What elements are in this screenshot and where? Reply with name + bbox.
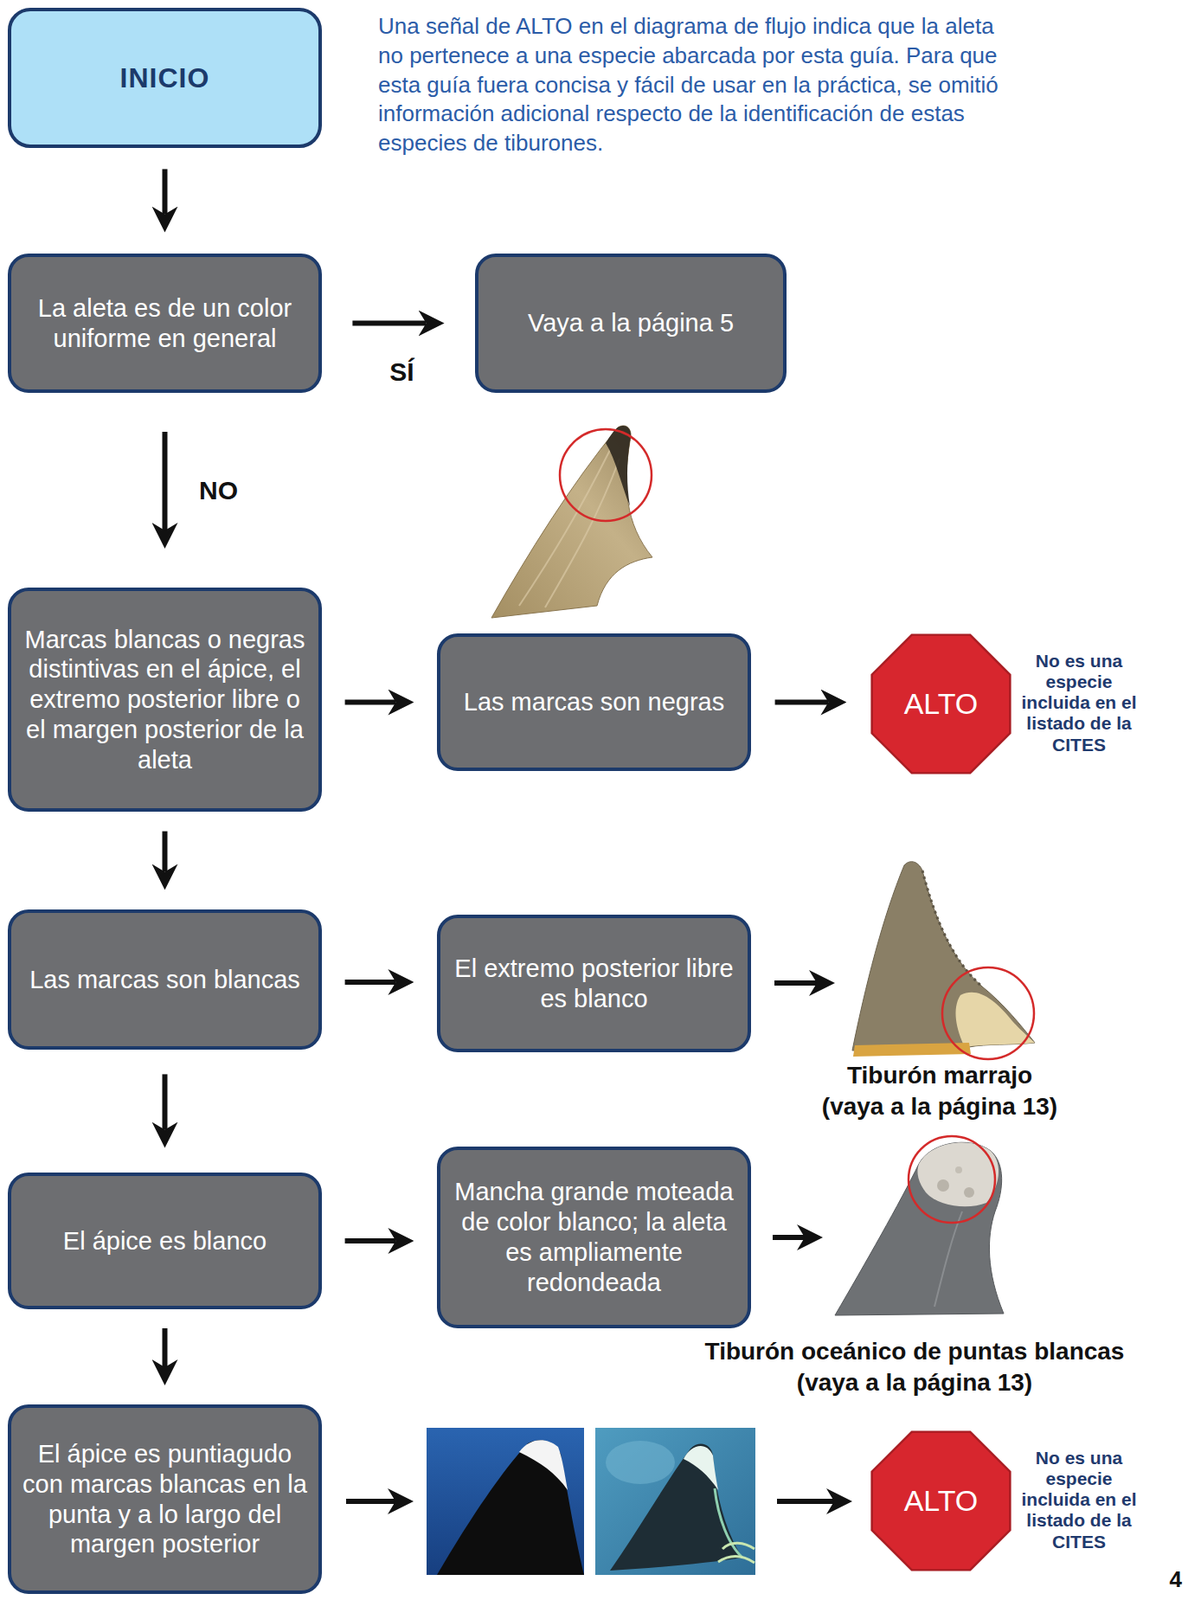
node-text: El extremo posterior libre es blanco (447, 953, 741, 1015)
node-text: Vaya a la página 5 (485, 308, 777, 339)
fin-shape (491, 425, 653, 618)
mottle (963, 1187, 975, 1198)
node-text-group: Mancha grande moteada de color blanco; l… (447, 1176, 741, 1298)
flow-arrow (345, 699, 397, 706)
pale-rear-tip (956, 992, 1035, 1047)
stop-text: ALTO (870, 686, 1012, 722)
photo-light (605, 1440, 675, 1484)
node-text-group: El ápice es puntiagudo con marcas blanca… (18, 1438, 312, 1560)
flow-arrow (345, 979, 397, 985)
node-text: La aleta es de un color uniforme en gene… (18, 293, 312, 354)
photo-ground (595, 1427, 756, 1575)
answer-box: El extremo posterior libre es blanco (436, 914, 752, 1053)
fin-shape (834, 1142, 1004, 1316)
answer-box: Las marcas son negras (436, 633, 752, 771)
question-box: Marcas blancas o negras distintivas en e… (7, 587, 322, 812)
goto-box: Vaya a la página 5 (475, 253, 787, 393)
flow-arrow (345, 1238, 397, 1244)
fish-lines (718, 1542, 755, 1563)
node-text-group: La aleta es de un color uniforme en gene… (18, 293, 312, 354)
layout-arrows (346, 982, 835, 1502)
white-tip (683, 1445, 719, 1490)
flow-arrow (162, 168, 168, 214)
fin-photo (610, 1443, 743, 1571)
node-text-group: El extremo posterior libre es blanco (447, 953, 741, 1015)
species-name: Tiburón marrajo (766, 1060, 1113, 1091)
answer-box: Mancha grande moteada de color blanco; l… (436, 1146, 752, 1329)
edge-label: SÍ (385, 357, 418, 387)
node-text-group: ALTO (870, 686, 1012, 722)
flow-arrow (162, 431, 168, 531)
flow-arrow (352, 321, 426, 327)
mottle (937, 1179, 950, 1192)
photo-1 (426, 1427, 585, 1575)
node-text-group: Las marcas son negras (447, 687, 741, 718)
mottle (955, 1166, 963, 1174)
node-text: Las marcas son negras (447, 687, 741, 718)
page-ref: (vaya a la página 13) (650, 1367, 1179, 1398)
node-text-group: El ápice es blanco (18, 1226, 312, 1257)
arrow (346, 1498, 396, 1504)
stop-text: ALTO (870, 1483, 1012, 1519)
photo-ground (426, 1427, 585, 1575)
flow-arrow (162, 1073, 168, 1130)
stop-note: No es una especie incluida en el listado… (1014, 1447, 1144, 1553)
node-text: Las marcas son blancas (18, 964, 312, 996)
page-ref: (vaya a la página 13) (766, 1091, 1113, 1122)
question-box: El ápice es puntiagudo con marcas blanca… (7, 1404, 322, 1594)
arrow (777, 1498, 835, 1504)
node-text: Marcas blancas o negras distintivas en e… (18, 624, 312, 776)
node-text-group: INICIO (18, 61, 312, 95)
node-text: Mancha grande moteada de color blanco; l… (447, 1176, 741, 1298)
highlight-circle (559, 429, 652, 521)
question-box: Las marcas son blancas (7, 909, 322, 1050)
question-box: El ápice es blanco (7, 1172, 322, 1310)
node-text-group: ALTO (870, 1483, 1012, 1519)
note-text: Una señal de ALTO en el diagrama de fluj… (378, 12, 1015, 159)
node-text-group: Vaya a la página 5 (485, 308, 777, 339)
arrow (772, 1234, 805, 1240)
node-text-group: Las marcas son blancas (18, 964, 312, 996)
black-tip (605, 425, 631, 507)
stop-sign: ALTO (870, 633, 1012, 775)
white-tip (519, 1439, 568, 1490)
node-text: El ápice es puntiagudo con marcas blanca… (18, 1438, 312, 1560)
node-text: El ápice es blanco (18, 1226, 312, 1257)
fin-streak (934, 1211, 963, 1307)
fin-black-tip (491, 425, 653, 618)
stop-note: No es una especie incluida en el listado… (1014, 650, 1144, 756)
page-number: 4 (1150, 1566, 1182, 1593)
fin-base (853, 1042, 971, 1057)
flow-arrow (775, 699, 829, 706)
fin-streak (519, 449, 620, 608)
fin-mako (852, 861, 1035, 1060)
highlight-circle (908, 1136, 996, 1223)
node-text: INICIO (18, 61, 312, 95)
node-text-group: Marcas blancas o negras distintivas en e… (18, 624, 312, 776)
question-box: La aleta es de un color uniforme en gene… (7, 253, 322, 393)
edge-label: NO (195, 475, 242, 506)
start-box: INICIO (7, 7, 322, 148)
fin-photo (436, 1439, 585, 1575)
flow-arrow (162, 1328, 168, 1368)
fin-margin (714, 1488, 743, 1558)
photo-2 (595, 1427, 756, 1575)
species-name: Tiburón oceánico de puntas blancas (650, 1336, 1179, 1367)
highlight-circle (942, 967, 1034, 1060)
arrow (774, 980, 817, 986)
stop-sign: ALTO (870, 1430, 1012, 1572)
fin-oceanic-whitetip (834, 1136, 1004, 1316)
flow-arrow (162, 831, 168, 873)
